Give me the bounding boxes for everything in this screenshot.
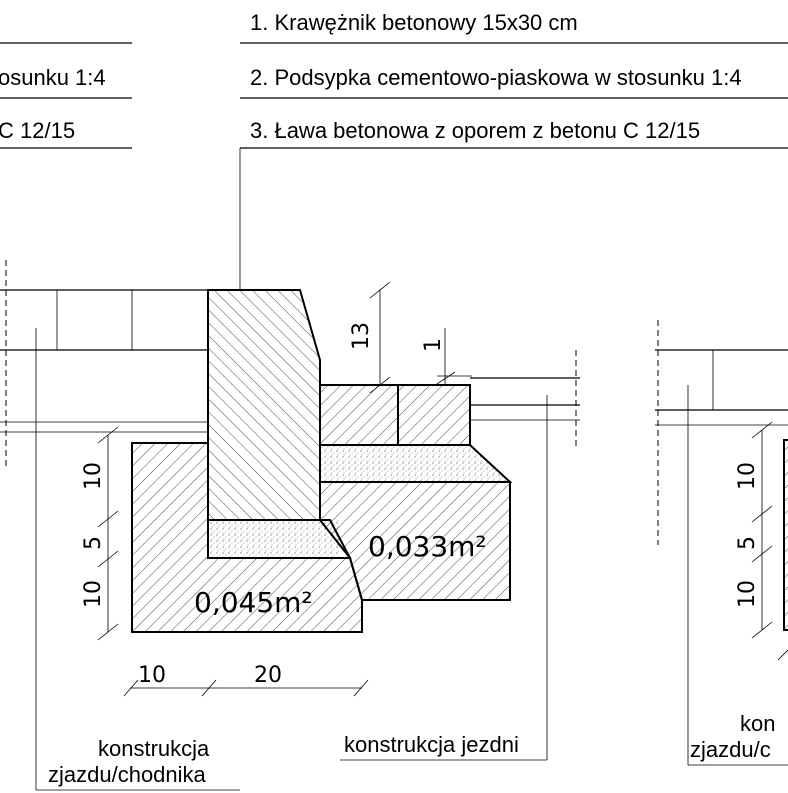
- horizontal-dimensions: 10 20: [123, 663, 369, 697]
- dim-layer-bottom: 10: [81, 580, 106, 608]
- left-vertical-dimensions: 10 5 10: [81, 426, 119, 641]
- bedding-under-curb: [209, 520, 339, 558]
- foundation-area-label: 0,033m²: [368, 530, 487, 563]
- driveway-label-line-1: konstrukcja: [98, 736, 210, 761]
- legend-item-3: 3. Ława betonowa z oporem z betonu C 12/…: [250, 118, 700, 143]
- right-partial-section: 10 5 10 kon zjazdu/c: [655, 320, 788, 766]
- road-foundation: [319, 481, 511, 601]
- dim-width-right: 20: [254, 663, 282, 688]
- dim-curb-height: 13: [349, 322, 374, 350]
- driveway-label-line-2: zjazdu/chodnika: [48, 762, 207, 787]
- legend-item-2: 2. Podsypka cementowo-piaskowa w stosunk…: [250, 65, 742, 90]
- road-bedding: [319, 444, 513, 483]
- left-legend-item-3: C 12/15: [0, 118, 75, 143]
- dimension-13: 13: [349, 281, 391, 394]
- driveway-construction-callout: konstrukcja zjazdu/chodnika: [35, 328, 240, 791]
- left-legend-fragment: osunku 1:4 C 12/15: [0, 42, 132, 149]
- road-surface-block: [319, 384, 471, 446]
- road-layers: [319, 350, 580, 601]
- concrete-curb: [207, 289, 321, 521]
- dim-layer-mid: 5: [81, 536, 106, 550]
- right-dim-layer-bottom: 10: [735, 580, 760, 608]
- dim-width-left: 10: [138, 663, 166, 688]
- right-dim-layer-top: 10: [735, 462, 760, 490]
- legend: 1. Krawężnik betonowy 15x30 cm 2. Podsyp…: [239, 10, 788, 290]
- roadway-construction-callout: konstrukcja jezdni: [340, 395, 548, 761]
- right-label-line-1: kon: [740, 711, 775, 736]
- dim-gap: 1: [421, 338, 446, 352]
- roadway-label: konstrukcja jezdni: [344, 732, 519, 757]
- bench-area-label: 0,045m²: [194, 586, 313, 619]
- left-legend-item-2: osunku 1:4: [0, 65, 106, 90]
- legend-item-1: 1. Krawężnik betonowy 15x30 cm: [250, 10, 578, 35]
- driveway-pavement: [0, 260, 208, 470]
- dimension-1: 1: [421, 328, 472, 385]
- right-dim-layer-mid: 5: [735, 536, 760, 550]
- dim-layer-top: 10: [81, 462, 106, 490]
- right-label-line-2: zjazdu/c: [690, 737, 771, 762]
